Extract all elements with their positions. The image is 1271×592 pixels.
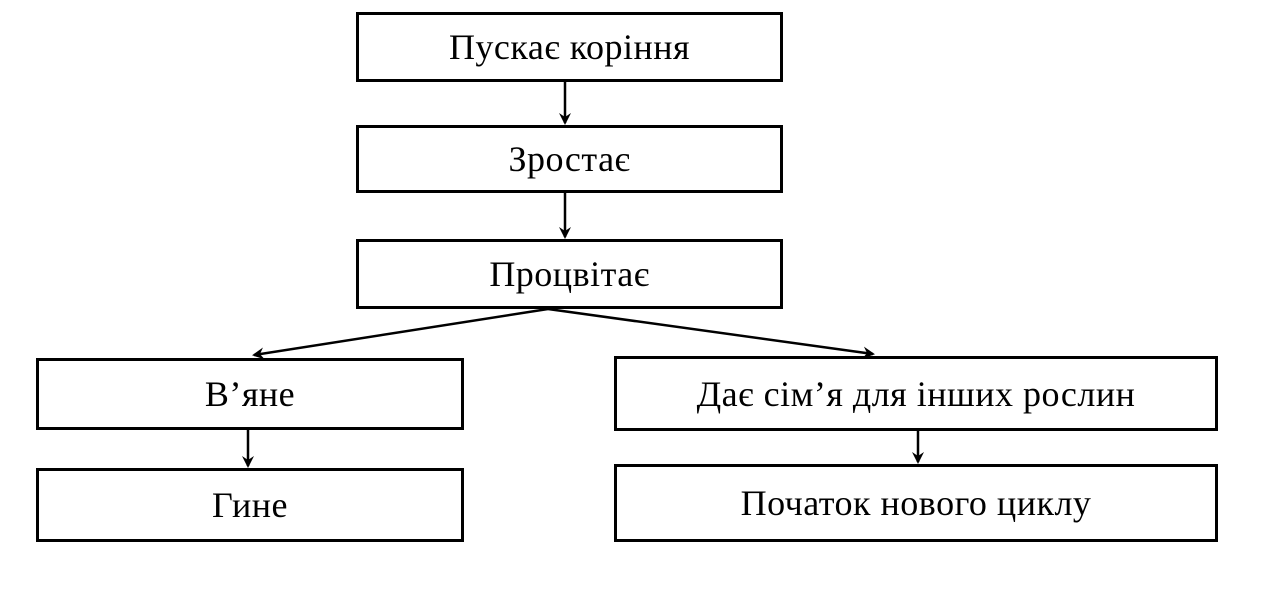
node-takes-root-label: Пускає коріння bbox=[448, 27, 691, 67]
node-takes-root: Пускає коріння bbox=[356, 12, 783, 82]
node-flourishes-label: Процвітає bbox=[489, 254, 650, 294]
node-dies: Гине bbox=[36, 468, 464, 542]
arrow-flourishes-to-gives-seeds bbox=[547, 307, 875, 359]
node-grows-label: Зростає bbox=[508, 139, 631, 179]
node-gives-seeds: Дає сім’я для інших рослин bbox=[614, 356, 1218, 431]
node-gives-seeds-label: Дає сім’я для інших рослин bbox=[696, 373, 1136, 414]
node-withers: В’яне bbox=[36, 358, 464, 430]
node-new-cycle-label: Початок нового циклу bbox=[740, 483, 1092, 523]
node-withers-label: В’яне bbox=[204, 374, 296, 414]
arrow-flourishes-to-withers bbox=[252, 307, 549, 360]
node-flourishes: Процвітає bbox=[356, 239, 783, 309]
node-dies-label: Гине bbox=[212, 485, 288, 525]
node-new-cycle: Початок нового циклу bbox=[614, 464, 1218, 542]
node-grows: Зростає bbox=[356, 125, 783, 193]
